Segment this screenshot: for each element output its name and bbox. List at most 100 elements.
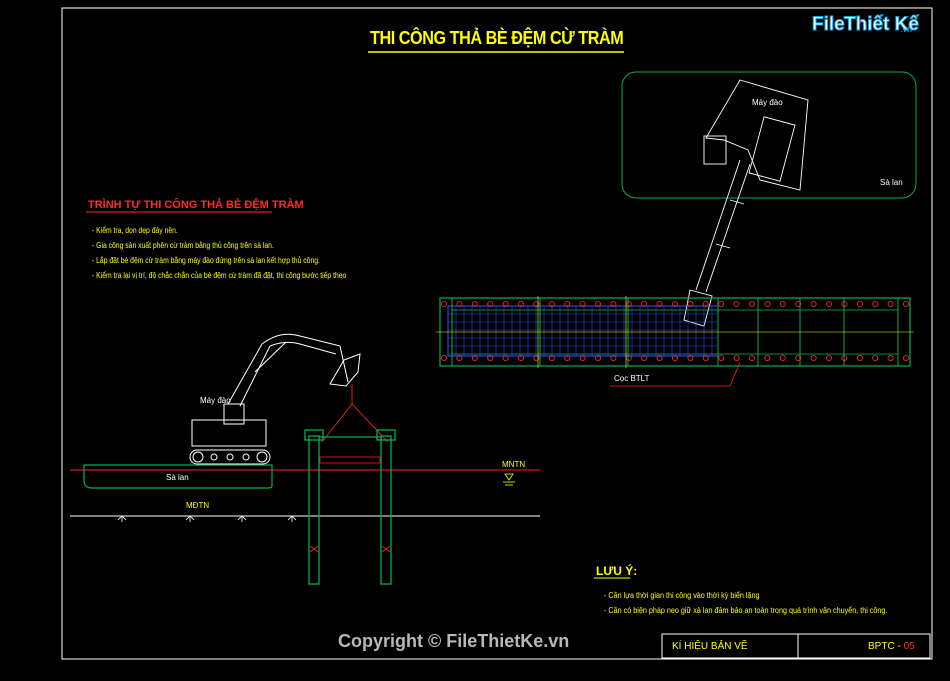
note-item: - Cần có biện pháp neo giữ xà lan đảm bả… <box>604 606 888 615</box>
drawing-title: THI CÔNG THẢ BÈ ĐỆM CỪ TRÀM <box>370 28 624 48</box>
pile-circle <box>841 354 848 361</box>
pile-circle <box>502 300 509 307</box>
logo-name-text: Thiết Kế <box>844 14 920 36</box>
copyright-watermark: Copyright © FileThietKe.vn <box>338 631 570 651</box>
pile-circle <box>656 300 663 307</box>
pile-circle <box>471 300 478 307</box>
pile-circle <box>610 300 617 307</box>
pile-circle <box>672 300 679 307</box>
pile-circle <box>487 300 494 307</box>
pile-circle <box>548 300 555 307</box>
bed-level-label: MĐTN <box>186 501 210 510</box>
pile-circle <box>887 354 894 361</box>
pile-circle <box>518 300 525 307</box>
pile-circle <box>733 354 740 361</box>
pile-circle <box>856 354 863 361</box>
pile-circle <box>687 354 694 361</box>
pile-circle <box>795 354 802 361</box>
pile-circle <box>533 300 540 307</box>
sequence-step: - Lắp đặt bè đệm cừ tràm bằng máy đào đứ… <box>92 256 320 265</box>
excavator-side-label: Máy đào <box>200 396 231 405</box>
plan-view <box>436 71 917 387</box>
sequence-heading: TRÌNH TỰ THI CÔNG THẢ BÈ ĐỆM TRÀM <box>88 199 304 211</box>
pile-label: Cọc BTLT <box>614 374 650 383</box>
pile-circle <box>518 354 525 361</box>
pile-circle <box>779 354 786 361</box>
water-level-label: MNTN <box>502 460 526 469</box>
logo-domain-text: .vn <box>900 24 913 34</box>
pile-circle <box>810 354 817 361</box>
pile-circle <box>656 354 663 361</box>
lifting-sling <box>321 384 389 443</box>
pile-circle <box>887 300 894 307</box>
filethietke-logo: File Thiết Kế .vn <box>812 10 924 46</box>
code-prefix: BPTC - <box>868 641 904 652</box>
pile-circle <box>564 300 571 307</box>
pile-circle <box>564 354 571 361</box>
pile-circle <box>826 354 833 361</box>
sequence-step: - Gia công sản xuất phên cừ tràm bằng th… <box>92 241 274 250</box>
pile-circle <box>579 300 586 307</box>
pile-circle <box>841 300 848 307</box>
pile-circle <box>595 300 602 307</box>
code-number: 05 <box>903 641 915 652</box>
barge-hull <box>83 464 273 489</box>
pile-circle <box>826 300 833 307</box>
pile-circle <box>456 354 463 361</box>
sequence-step: - Kiểm tra lại vị trí, độ chắc chắn của … <box>92 271 347 280</box>
pile-leader <box>610 361 741 387</box>
pile-circle <box>641 300 648 307</box>
pile-circle <box>440 300 447 307</box>
pile-circle <box>749 300 756 307</box>
pile-circle <box>856 300 863 307</box>
note-item: - Cần lựa thời gian thi công vào thời kỳ… <box>604 591 760 600</box>
pile-circle <box>872 300 879 307</box>
pile-circle <box>810 300 817 307</box>
pile-circle <box>610 354 617 361</box>
pile-circle <box>733 300 740 307</box>
barge-side-label: Sà lan <box>166 473 189 482</box>
title-block-label: KÍ HIỆU BẢN VẼ <box>672 641 748 652</box>
title-block <box>661 633 931 659</box>
title-block-code: BPTC - 05 <box>868 641 915 652</box>
pile-circle <box>579 354 586 361</box>
pile-circle <box>779 300 786 307</box>
excavator-side <box>189 333 361 465</box>
excavator-plan <box>683 79 809 327</box>
pile-circle <box>718 300 725 307</box>
pile-circle <box>440 354 447 361</box>
pile-circle <box>872 354 879 361</box>
pile-circle <box>595 354 602 361</box>
pile-circle <box>533 354 540 361</box>
pile-circle <box>471 354 478 361</box>
sheet-frame <box>61 7 933 660</box>
pile-circle <box>764 354 771 361</box>
barge-plan-outline <box>621 71 917 199</box>
water-level-symbol <box>503 473 515 486</box>
pile-grid <box>436 296 914 368</box>
pile-circle <box>749 354 756 361</box>
pile-circle <box>702 300 709 307</box>
pile-circle <box>702 354 709 361</box>
pile-circle <box>764 300 771 307</box>
excavator-plan-label: Máy đào <box>752 98 783 107</box>
pile-circle <box>903 300 910 307</box>
logo-file-text: File <box>812 14 846 36</box>
pile-circle <box>903 354 910 361</box>
pile-circle <box>795 300 802 307</box>
pile-circle <box>687 300 694 307</box>
pile-circle <box>718 354 725 361</box>
side-elevation <box>70 333 540 585</box>
sequence-step: - Kiểm tra, dọn dẹp đáy nền. <box>92 226 178 235</box>
pile-circle <box>641 354 648 361</box>
barge-plan-label: Sà lan <box>880 178 903 187</box>
soil-hatch <box>117 515 297 522</box>
pile-break-marks <box>309 545 391 553</box>
pile-circle <box>487 354 494 361</box>
pile-circle <box>548 354 555 361</box>
pile-circle <box>456 300 463 307</box>
notes-heading: LƯU Ý: <box>596 564 638 578</box>
pile-circle <box>502 354 509 361</box>
